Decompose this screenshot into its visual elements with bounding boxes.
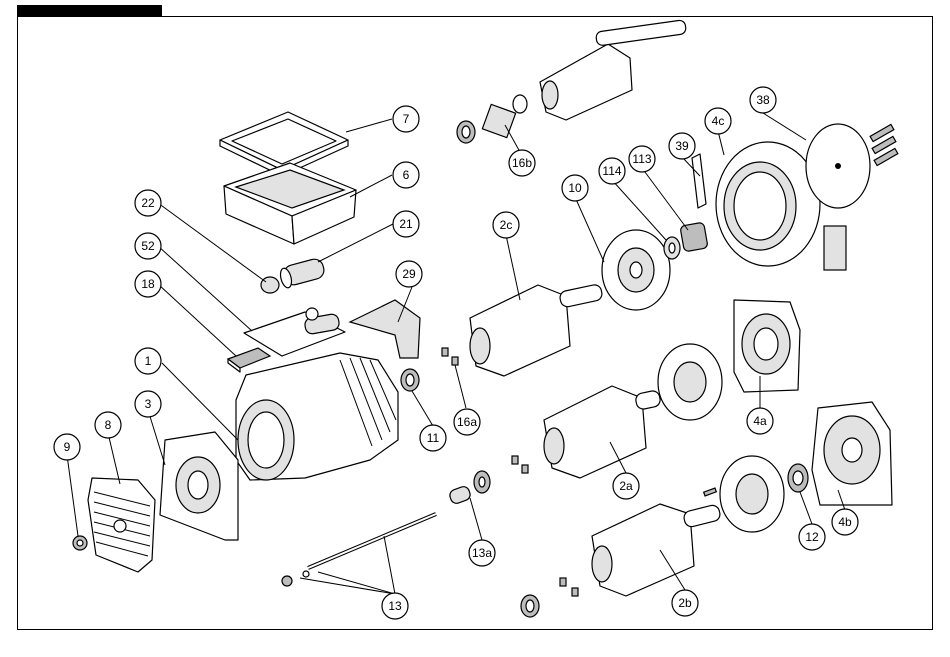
part-bearing-16b — [457, 95, 527, 143]
part-bushing-13a — [448, 471, 490, 505]
callout-4a: 4a — [747, 408, 773, 434]
part-rotor-top — [540, 20, 687, 120]
callout-1: 1 — [135, 348, 161, 374]
svg-text:39: 39 — [675, 139, 689, 153]
part-bearing-114 — [664, 237, 680, 259]
part-coupling-113 — [680, 222, 708, 252]
part-fan-cover-4b — [812, 402, 892, 505]
part-fan-middle — [658, 344, 722, 420]
svg-text:12: 12 — [805, 530, 819, 544]
callout-13a: 13a — [469, 540, 495, 566]
part-front-end-shield — [160, 432, 238, 540]
svg-text:6: 6 — [403, 168, 410, 182]
callout-3: 3 — [135, 391, 161, 417]
svg-text:113: 113 — [632, 152, 651, 166]
svg-text:10: 10 — [568, 181, 582, 195]
part-cable-gland — [261, 277, 279, 293]
part-bearing-11 — [401, 369, 419, 391]
part-nut — [73, 536, 87, 550]
callout-21: 21 — [393, 211, 419, 237]
svg-text:3: 3 — [145, 397, 152, 411]
part-rotor-2b — [592, 504, 721, 596]
callout-2b: 2b — [672, 590, 698, 616]
svg-text:9: 9 — [64, 440, 71, 454]
svg-text:16a: 16a — [457, 415, 477, 429]
svg-text:21: 21 — [399, 217, 413, 231]
svg-text:18: 18 — [141, 277, 155, 291]
callout-16a: 16a — [454, 409, 480, 435]
svg-text:8: 8 — [105, 418, 112, 432]
callout-8: 8 — [95, 412, 121, 438]
part-clips-middle — [512, 456, 528, 473]
part-rotor-2a — [544, 386, 661, 478]
callout-4b: 4b — [832, 509, 858, 535]
part-fan-10 — [602, 230, 670, 310]
part-tie-rod-13 — [282, 514, 436, 586]
callout-7: 7 — [393, 106, 419, 132]
part-clips-16a — [442, 348, 458, 365]
part-key-39 — [692, 154, 706, 208]
part-motor-housing — [236, 353, 398, 480]
callout-22: 22 — [135, 190, 161, 216]
part-rotor-2c — [470, 284, 603, 376]
callout-114: 114 — [599, 158, 625, 184]
part-flange-4c — [716, 142, 820, 266]
callout-2c: 2c — [493, 212, 519, 238]
part-clips-bottom — [560, 578, 578, 596]
callout-13: 13 — [382, 593, 408, 619]
svg-text:4a: 4a — [753, 414, 767, 428]
svg-text:22: 22 — [141, 196, 155, 210]
callout-11: 11 — [420, 425, 446, 451]
callout-29: 29 — [396, 261, 422, 287]
svg-text:13: 13 — [388, 599, 402, 613]
callout-18: 18 — [135, 271, 161, 297]
callout-39: 39 — [669, 133, 695, 159]
callout-4c: 4c — [705, 108, 731, 134]
svg-text:4b: 4b — [838, 515, 852, 529]
svg-text:7: 7 — [403, 112, 410, 126]
callout-9: 9 — [54, 434, 80, 460]
callout-113: 113 — [629, 146, 655, 172]
callout-2a: 2a — [613, 473, 639, 499]
part-terminal-block — [228, 348, 270, 372]
svg-text:13a: 13a — [472, 546, 492, 560]
callout-12: 12 — [799, 524, 825, 550]
part-plate-38 — [806, 124, 870, 208]
part-terminal-box — [224, 163, 356, 244]
svg-text:1: 1 — [145, 354, 152, 368]
svg-text:2b: 2b — [678, 596, 692, 610]
svg-text:16b: 16b — [512, 156, 532, 170]
part-cover — [350, 300, 420, 358]
callout-38: 38 — [750, 87, 776, 113]
part-end-shield-4a — [734, 300, 800, 392]
svg-text:29: 29 — [402, 267, 416, 281]
callout-6: 6 — [393, 162, 419, 188]
callout-52: 52 — [135, 233, 161, 259]
callout-16b: 16b — [509, 150, 535, 176]
svg-text:114: 114 — [602, 164, 621, 178]
part-bearing-12 — [788, 464, 808, 492]
svg-text:2c: 2c — [500, 218, 513, 232]
svg-text:2a: 2a — [619, 479, 633, 493]
svg-text:11: 11 — [427, 431, 440, 445]
part-fan-guard — [88, 478, 155, 572]
svg-text:4c: 4c — [712, 114, 725, 128]
svg-text:38: 38 — [756, 93, 770, 107]
callout-10: 10 — [562, 175, 588, 201]
svg-text:52: 52 — [141, 239, 155, 253]
part-bearing-bottom — [521, 595, 539, 617]
